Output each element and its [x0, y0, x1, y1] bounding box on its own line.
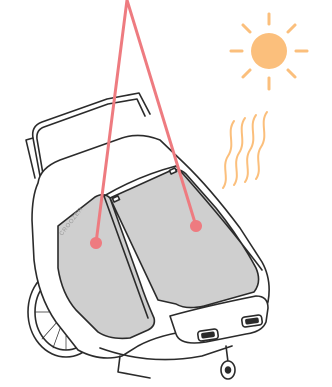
side-window-panel: [57, 193, 156, 340]
left-panel-callout-dot: [90, 237, 102, 249]
front-stroller-wheel: [220, 345, 236, 380]
push-bar: [25, 92, 151, 179]
top-panel-callout: [125, 0, 198, 228]
top-panel-callout-dot: [190, 220, 202, 232]
canopy-clip-right: [168, 167, 178, 175]
trailer: CROOZER: [25, 92, 270, 380]
lower-frame: [99, 345, 233, 361]
sun-icon: [229, 12, 309, 91]
left-panel-callout: [94, 0, 129, 245]
callout-pointers: [90, 0, 202, 249]
front-bumper: [169, 295, 269, 344]
canopy-edge: [175, 165, 263, 271]
canopy-ridge: [103, 195, 149, 319]
canopy-window-panel: [109, 168, 260, 309]
canopy-seam: [103, 165, 177, 197]
canopy-clip-left: [111, 195, 121, 203]
heat-waves-icon: [222, 111, 268, 189]
